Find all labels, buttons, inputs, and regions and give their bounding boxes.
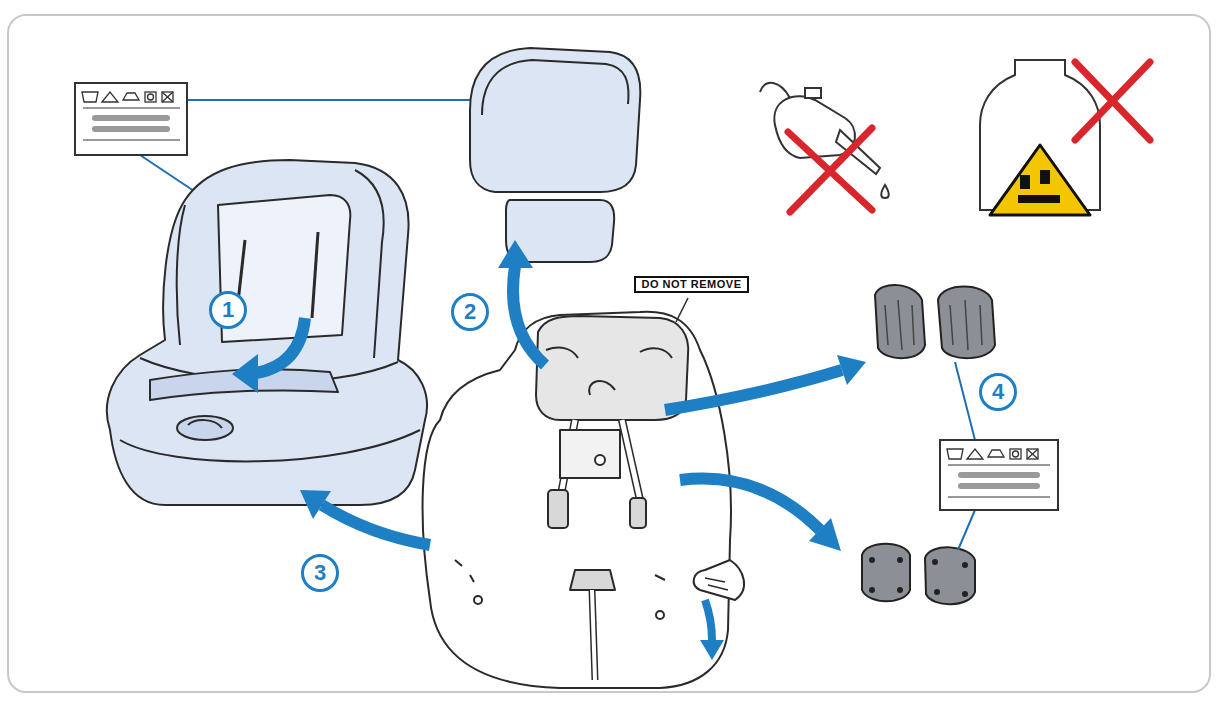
callout-text: 1	[222, 299, 234, 321]
callout-number: 1	[209, 291, 247, 329]
seat-cover	[107, 160, 427, 505]
callout-number: 3	[301, 554, 339, 592]
callout-text: 4	[992, 381, 1004, 403]
frame	[8, 15, 1210, 692]
warning-tag: DO NOT REMOVE	[634, 276, 749, 293]
callout-number: 4	[979, 373, 1017, 411]
callout-text: 2	[464, 301, 476, 323]
leader-line	[676, 298, 688, 322]
seat-shell	[423, 312, 744, 688]
headrest-cover	[470, 48, 640, 262]
no-solvent-icon	[980, 60, 1150, 215]
arrow-heads	[232, 240, 866, 660]
tag-text: DO NOT REMOVE	[641, 279, 741, 290]
callout-number: 2	[451, 293, 489, 331]
callout-text: 3	[314, 562, 326, 584]
direction-arrows	[256, 266, 842, 640]
no-oil-icon	[760, 83, 889, 212]
care-label	[940, 362, 1058, 550]
